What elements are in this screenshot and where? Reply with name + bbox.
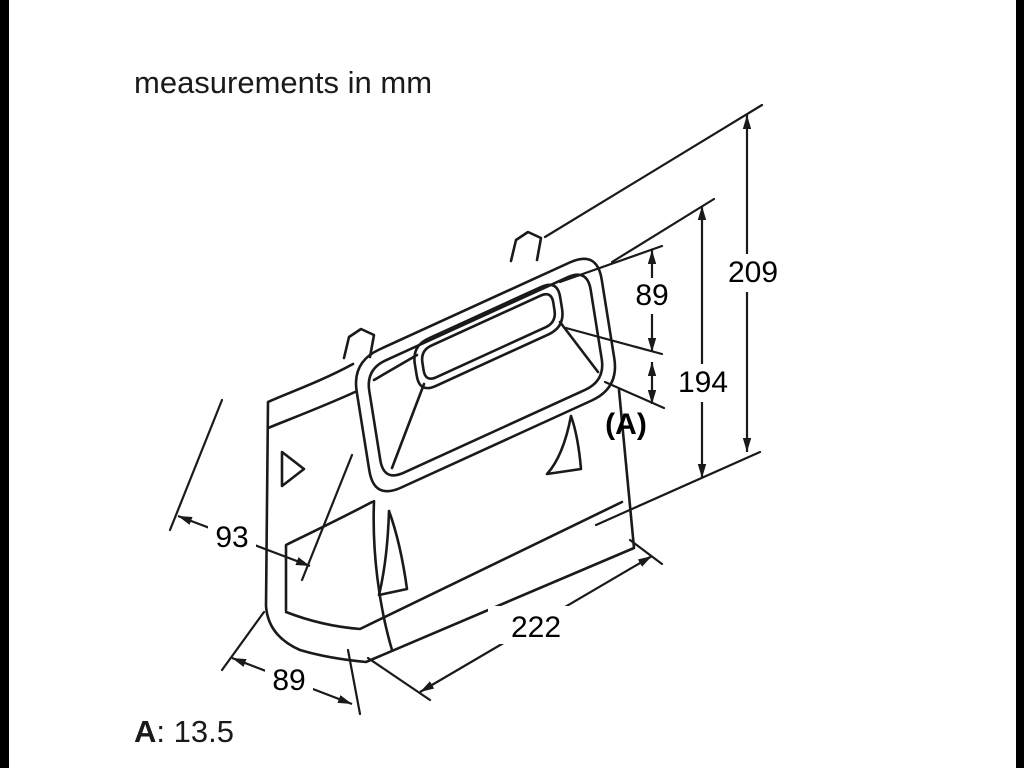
extension-line-194-top bbox=[610, 197, 716, 264]
extension-line-222-left bbox=[366, 656, 432, 702]
dimension-label-209: 209 bbox=[728, 256, 778, 289]
extension-line-89-bottom bbox=[564, 326, 664, 356]
extension-line-bottom-shared bbox=[594, 450, 762, 527]
dimension-lines bbox=[177, 115, 752, 706]
interior-edge-left bbox=[372, 353, 419, 382]
valve-flap-left bbox=[377, 509, 409, 597]
duct-face-outer-rim bbox=[354, 257, 617, 493]
duct-opening-slot-inner bbox=[420, 292, 557, 380]
dimension-label-89: 89 bbox=[635, 279, 668, 312]
label-backdrop-89b bbox=[265, 661, 313, 697]
valve-flap-right bbox=[545, 414, 583, 476]
extension-line-89b-left bbox=[220, 610, 266, 672]
dimension-label-194: 194 bbox=[678, 366, 728, 399]
footnote-a-value: : 13.5 bbox=[156, 714, 234, 749]
left-duct-top-inner-edge bbox=[266, 390, 357, 430]
extension-line-222-right bbox=[628, 538, 664, 566]
label-backdrop-222 bbox=[488, 606, 584, 644]
label-backdrop-93 bbox=[208, 518, 256, 554]
mounting-clip-top-left bbox=[342, 327, 376, 360]
extension-line-89-top bbox=[558, 244, 664, 284]
side-clip-triangle bbox=[280, 450, 306, 488]
extension-lines bbox=[168, 103, 764, 716]
left-edge-bar bbox=[0, 0, 9, 768]
extension-line-93-left bbox=[168, 398, 224, 532]
dimension-label-ref-a: (A) bbox=[605, 408, 647, 441]
interior-edge-bottom-left bbox=[390, 382, 426, 470]
mounting-clip-top-right bbox=[509, 230, 543, 263]
dimension-label-93: 93 bbox=[215, 521, 248, 554]
duct-elbow-drawing bbox=[264, 230, 636, 664]
left-duct-front-edge bbox=[284, 500, 374, 612]
lower-duct-rim-line bbox=[284, 500, 624, 631]
label-backdrop-194 bbox=[669, 364, 737, 402]
right-edge-bar bbox=[1016, 0, 1024, 768]
label-backdrop-209 bbox=[719, 254, 787, 292]
extension-line-209-top bbox=[543, 103, 764, 239]
duct-face-inner-rim bbox=[367, 273, 604, 477]
dimension-label-89b: 89 bbox=[272, 664, 305, 697]
label-backdrop-89 bbox=[628, 278, 676, 314]
extension-line-93-right bbox=[300, 453, 354, 582]
footnote-a-label: A bbox=[134, 714, 156, 749]
dimension-labels: 209 194 89 (A) 93 222 89 bbox=[208, 254, 787, 697]
footnote-a: A: 13.5 bbox=[134, 714, 234, 749]
interior-edge-bottom-right bbox=[558, 320, 600, 374]
dimension-label-222: 222 bbox=[511, 611, 561, 644]
extension-line-ref-a-bottom bbox=[603, 380, 666, 410]
measurements-note: measurements in mm bbox=[134, 65, 432, 100]
inner-corner-edge bbox=[372, 499, 394, 652]
